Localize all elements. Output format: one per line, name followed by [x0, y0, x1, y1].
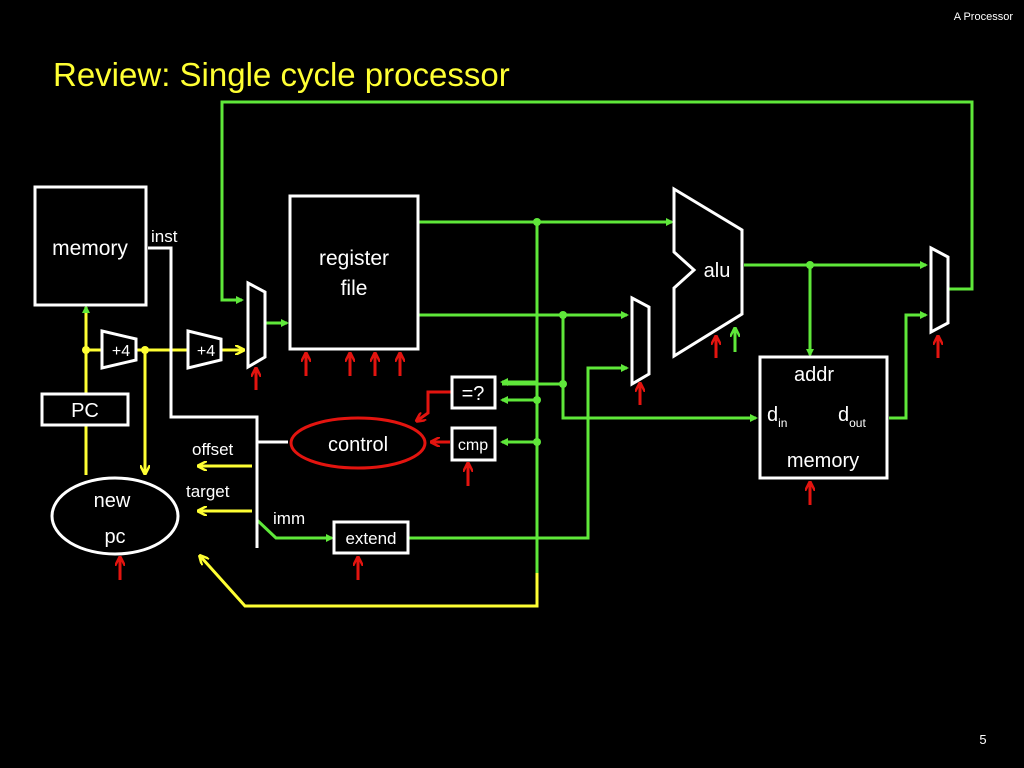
plus4-adder-b-label: +4 — [197, 343, 215, 360]
alu: alu — [672, 186, 744, 359]
new-pc: new pc — [50, 476, 180, 556]
data-memory-dout: dout — [838, 404, 866, 430]
cmp-label: cmp — [458, 437, 488, 454]
slide-title: Review: Single cycle processor — [53, 56, 510, 93]
data-memory-label: memory — [787, 450, 859, 472]
section-label: A Processor — [954, 11, 1014, 23]
control-arrows — [120, 338, 938, 580]
pc-mux — [246, 280, 267, 370]
offset-label: offset — [192, 440, 234, 459]
control-unit: control — [289, 416, 427, 470]
page-number: 5 — [979, 732, 986, 747]
inst-label: inst — [151, 227, 178, 246]
cmp-box: cmp — [450, 426, 497, 462]
target-label: target — [186, 482, 230, 501]
register-file: register file — [288, 194, 420, 351]
plus4-adder-a-label: +4 — [112, 343, 130, 360]
white-wires — [148, 246, 288, 548]
writeback-mux — [929, 245, 950, 335]
data-memory-din: din — [767, 404, 787, 430]
instruction-memory-label: memory — [52, 237, 128, 260]
pc-label: PC — [71, 400, 99, 422]
register-file-line1: register — [319, 247, 389, 270]
pc-register: PC — [40, 392, 130, 427]
data-memory: addr din dout memory — [758, 355, 889, 480]
compare-eq-label: =? — [462, 383, 485, 405]
control-label: control — [328, 434, 388, 456]
green-junctions — [533, 218, 814, 446]
compare-eq-box: =? — [450, 375, 497, 410]
extend-box: extend — [332, 520, 410, 555]
imm-label: imm — [273, 509, 305, 528]
plus4-adder-b: +4 — [186, 329, 223, 370]
green-wires — [220, 100, 974, 606]
extend-label: extend — [345, 529, 396, 548]
register-file-line2: file — [341, 277, 368, 300]
new-pc-line2: pc — [104, 526, 125, 548]
new-pc-line1: new — [94, 490, 131, 512]
plus4-adder-a: +4 — [100, 329, 138, 370]
yellow-junctions — [82, 346, 149, 354]
alu-input-mux — [630, 295, 651, 387]
data-memory-addr: addr — [794, 364, 834, 386]
alu-label: alu — [704, 260, 731, 282]
instruction-memory: memory — [33, 185, 148, 307]
